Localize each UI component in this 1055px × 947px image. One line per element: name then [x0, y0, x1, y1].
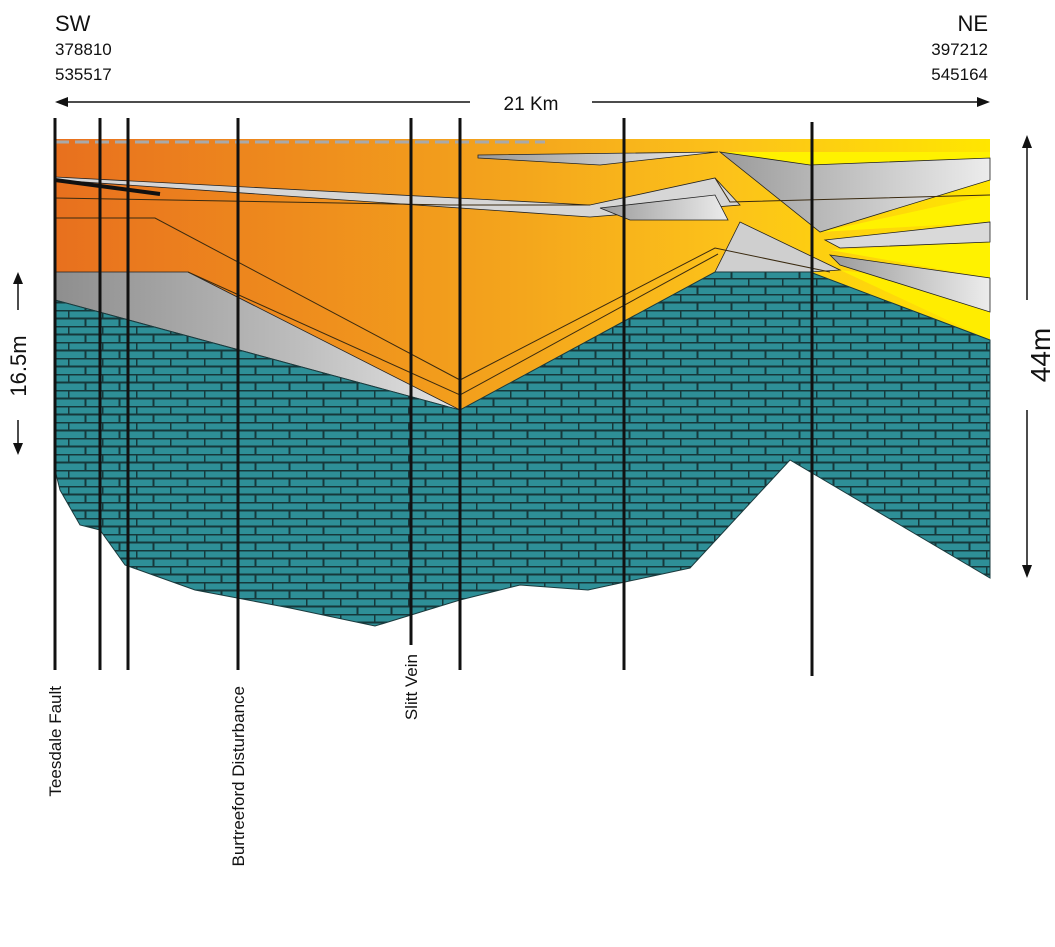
yellow-band-middle	[820, 195, 990, 232]
sw-easting: 378810	[55, 40, 112, 59]
shale-unit-wedge	[599, 194, 729, 221]
right-scale-label: 44m	[1025, 328, 1055, 382]
ne-northing: 545164	[931, 65, 988, 84]
right-scale-arrow	[1022, 135, 1032, 578]
ne-easting: 397212	[931, 40, 988, 59]
shale-unit-ne-upper	[718, 151, 991, 233]
burtreeford-disturbance-label: Burtreeford Disturbance	[229, 686, 248, 866]
shale-unit-ne-lower	[828, 254, 991, 313]
thick-marker-line	[54, 178, 161, 196]
sw-northing: 535517	[55, 65, 112, 84]
ne-label: NE	[957, 11, 988, 36]
yellow-band-lower	[830, 242, 990, 278]
limestone-unit	[54, 271, 991, 627]
distance-arrow	[55, 97, 990, 107]
sw-label: SW	[55, 11, 91, 36]
shale-unit-ne-middle	[823, 221, 991, 249]
fault-lines	[53, 118, 814, 676]
left-scale-label: 16.5m	[6, 335, 31, 396]
slitt-vein-label: Slitt Vein	[402, 654, 421, 720]
distance-label: 21 Km	[504, 94, 559, 115]
teesdale-fault-label: Teesdale Fault	[46, 686, 65, 797]
shale-unit-top	[477, 151, 719, 166]
left-scale-arrow	[13, 272, 23, 455]
